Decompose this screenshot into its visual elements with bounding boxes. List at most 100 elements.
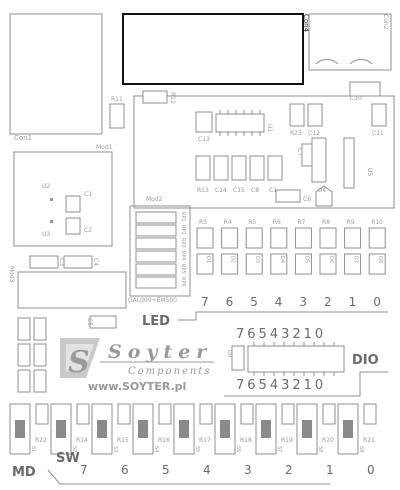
- dip-switch-knob: [138, 420, 148, 438]
- switch-designator: S4: [153, 446, 159, 452]
- led-indicator: [294, 253, 312, 275]
- c5-capacitor: [89, 315, 117, 329]
- led-resistor: [319, 227, 337, 249]
- dip-switch-knob: [15, 420, 25, 438]
- switch-resistor: [35, 403, 49, 425]
- sw-label: SW: [56, 451, 80, 466]
- md-label: MD: [12, 465, 36, 480]
- r23-resistor: [289, 103, 305, 127]
- c5-label: C5: [86, 318, 93, 326]
- switch-resistor: [76, 403, 90, 425]
- led-indicator: [245, 253, 263, 275]
- c10-capacitor: [349, 81, 381, 97]
- switch-designator: S3: [112, 446, 118, 452]
- c7-label: C7: [296, 148, 303, 156]
- c13-capacitor: [195, 111, 213, 133]
- led-designator: D8: [377, 256, 383, 263]
- led-bit-number: 6: [226, 295, 234, 309]
- switch-resistor: [363, 403, 377, 425]
- c4-capacitor: [63, 255, 93, 269]
- led-resistor: [344, 227, 362, 249]
- switch-designator: S5: [194, 446, 200, 452]
- mod2-outline: [129, 205, 191, 297]
- brand-name: Soyter: [108, 341, 212, 363]
- u1-chip: [215, 113, 265, 133]
- dip-switch-knob: [220, 420, 230, 438]
- u5-label: U5: [366, 168, 373, 176]
- mod2-rp-labels: RP1 RP2 RP3 RP4 RP5 RP6: [180, 212, 186, 287]
- con2-connector: [308, 13, 392, 71]
- switch-resistor-label: R18: [240, 437, 252, 444]
- switch-section: S1R22S2R14S3R15S4R16S5R17S6R18S7R19S8R20…: [9, 403, 377, 477]
- r11-label: R11: [111, 96, 123, 103]
- led-bit-number: 5: [250, 295, 258, 309]
- mod2-label: Mod2: [146, 196, 163, 203]
- c17-capacitor: [33, 369, 47, 393]
- switch-resistor-label: R16: [158, 437, 170, 444]
- mod1-outline: [13, 151, 113, 247]
- c12-capacitor: [307, 103, 323, 127]
- c1-capacitor: [65, 195, 81, 213]
- switch-resistor-label: R19: [281, 437, 293, 444]
- led-designator: D3: [254, 256, 260, 263]
- led-designator: D5: [303, 256, 309, 263]
- led-bit-number: 0: [373, 295, 381, 309]
- led-resistor-label: R7: [297, 219, 305, 226]
- switch-resistor: [322, 403, 336, 425]
- switch-designator: S8: [317, 446, 323, 452]
- dip-switch-knob: [343, 420, 353, 438]
- u1-label: U1: [266, 124, 273, 132]
- main-module-outline: [133, 95, 395, 209]
- led-bracket: [178, 311, 388, 321]
- u4-regulator: [311, 137, 327, 183]
- led-indicator: [344, 253, 362, 275]
- svg-text:S: S: [68, 345, 90, 380]
- c2-capacitor: [65, 217, 81, 235]
- c3-label: C3: [58, 258, 65, 266]
- r11-resistor: [109, 103, 125, 129]
- c1b-capacitor: [267, 155, 283, 181]
- led-bit-number: 7: [201, 295, 209, 309]
- dip-switch-knob: [261, 420, 271, 438]
- c15-capacitor: [231, 155, 247, 181]
- led-bit-number: 2: [324, 295, 332, 309]
- switch-resistor-label: R17: [199, 437, 211, 444]
- mod2-ic-label: GAL000+EM500: [128, 297, 177, 304]
- c2-label: C2: [84, 227, 92, 234]
- led-resistor: [221, 227, 239, 249]
- switch-bit-number: 5: [162, 463, 170, 477]
- c11-capacitor: [371, 103, 387, 127]
- r13-resistor: [195, 155, 211, 181]
- con2-outline: [315, 59, 339, 65]
- con4-label: Con4: [302, 14, 310, 33]
- c15-label: C15: [233, 187, 245, 194]
- r23-label: R23: [290, 130, 302, 137]
- d9-diode: [231, 345, 245, 371]
- switch-resistor-label: R14: [76, 437, 88, 444]
- mod3-label: Mod3: [8, 266, 15, 283]
- u2-label: U2: [42, 183, 50, 190]
- r1-resistor: [33, 317, 47, 341]
- led-resistor: [294, 227, 312, 249]
- switch-resistor-label: R22: [35, 437, 47, 444]
- switch-bit-number: 3: [244, 463, 252, 477]
- c16-capacitor: [17, 369, 31, 393]
- c11-label: C11: [372, 130, 384, 137]
- c4-label: C4: [92, 258, 99, 266]
- dio-bracket: [224, 371, 388, 397]
- soyter-logo: S: [60, 338, 214, 380]
- svg-text:RP2: RP2: [180, 225, 186, 235]
- mod3-outline: [17, 271, 127, 309]
- led-resistor: [368, 227, 386, 249]
- u4-label: U4: [318, 187, 326, 194]
- con2-label: Con2: [382, 14, 389, 30]
- mod1-label: Mod1: [96, 144, 113, 151]
- switch-designator: S6: [235, 446, 241, 452]
- svg-text:RP5: RP5: [180, 264, 186, 274]
- u4-outline: [315, 185, 333, 207]
- led-indicator: [270, 253, 288, 275]
- d9-label: D9: [226, 350, 232, 357]
- mod1-pad-a: [50, 198, 53, 201]
- switch-bit-number: 6: [121, 463, 129, 477]
